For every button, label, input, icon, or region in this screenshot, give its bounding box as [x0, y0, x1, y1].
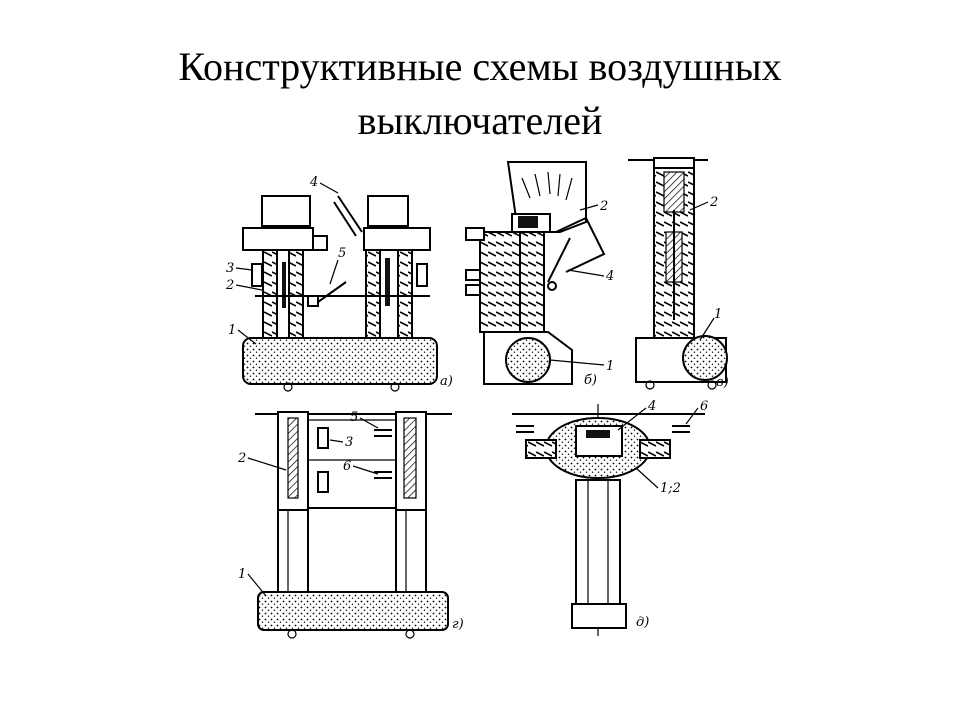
- panel-g-shunt-resistor: [317, 427, 329, 449]
- panel-g-label-5: 5: [350, 410, 358, 425]
- panel-b: 2 4 1 б): [465, 161, 614, 388]
- panel-g: 5 3 2 6 1 г): [237, 410, 464, 639]
- panel-b-label-2: 2: [599, 199, 608, 214]
- panel-a-chamber-right: [363, 227, 431, 251]
- panel-d-letter: д): [636, 615, 649, 630]
- panel-a-head-left: [261, 195, 311, 227]
- panel-a-label-5: 5: [338, 246, 346, 261]
- panel-a: 4 3 2 5 1 а): [225, 175, 453, 392]
- panel-d-label-6: 6: [700, 399, 708, 414]
- panel-d-label-1-2: 1;2: [660, 481, 681, 496]
- panel-a-label-3: 3: [226, 261, 234, 276]
- panel-a-disconnector-blade: [337, 195, 363, 233]
- slide-title-line-1: Конструктивные схемы воздушных: [178, 44, 782, 89]
- panel-a-air-tank: [242, 337, 438, 385]
- panel-a-letter: а): [440, 374, 453, 389]
- panel-a-label-4: 4: [309, 175, 318, 190]
- panel-a-chamber-left: [242, 227, 314, 251]
- panel-b-label-1: 1: [606, 359, 614, 374]
- panel-g-air-tank: [257, 591, 449, 631]
- panel-v-label-2: 2: [709, 195, 718, 210]
- panel-a-column-left-inner: [288, 249, 304, 339]
- panel-d-support-column: [575, 479, 621, 605]
- panel-b-tank: [483, 331, 573, 385]
- panel-v-air-reservoir: [682, 335, 728, 381]
- panel-b-label-4: 4: [605, 269, 614, 284]
- panel-a-column-right-outer: [365, 249, 381, 339]
- panel-g-label-6: 6: [343, 459, 351, 474]
- panel-v-letter: в): [716, 375, 729, 390]
- panel-b-insulator-left: [479, 231, 521, 333]
- panel-b-air-reservoir: [505, 337, 551, 383]
- panel-g-label-1: 1: [238, 567, 246, 582]
- panel-a-head-right: [367, 195, 409, 227]
- panel-a-label-2: 2: [225, 278, 234, 293]
- slide-title-line-2: выключателей: [357, 98, 603, 143]
- panel-a-shunt-resistor: [251, 263, 263, 287]
- panel-d-label-4: 4: [647, 399, 656, 414]
- panel-g-label-3: 3: [345, 435, 353, 450]
- panel-g-label-2: 2: [237, 451, 246, 466]
- panel-a-column-left-outer: [262, 249, 278, 339]
- panel-b-letter: б): [584, 373, 597, 388]
- panel-g-letter: г): [452, 617, 464, 632]
- slide-title: Конструктивные схемы воздушных выключате…: [0, 40, 960, 148]
- panel-b-insulator-right: [519, 231, 545, 333]
- panel-v: 2 1 в): [628, 157, 729, 390]
- panel-a-label-1: 1: [228, 323, 236, 338]
- panel-d: 4 6 1;2 д): [512, 399, 708, 636]
- panel-a-column-right-inner: [397, 249, 413, 339]
- panel-v-label-1: 1: [714, 307, 722, 322]
